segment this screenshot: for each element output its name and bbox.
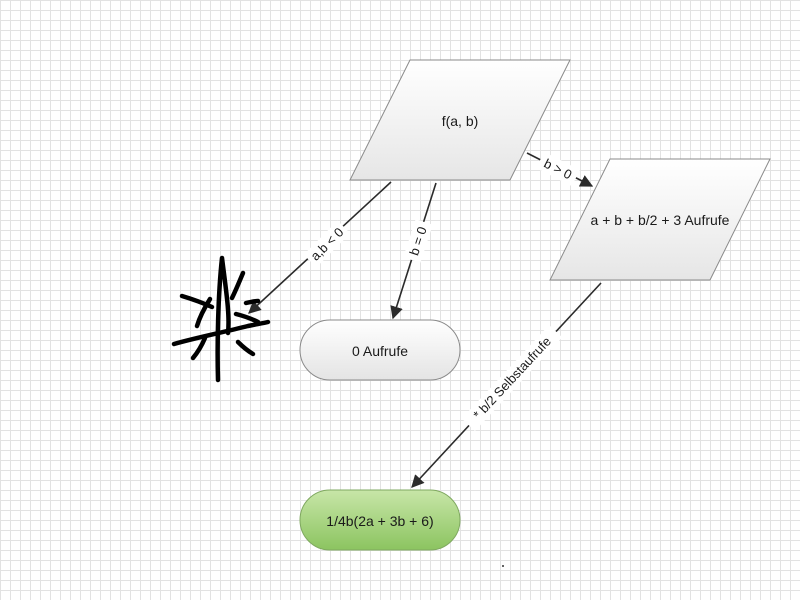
node-function-call[interactable]: f(a, b) [349,59,571,181]
stray-dot [502,565,504,567]
svg-text:a,b < 0: a,b < 0 [308,225,347,264]
edge-label-negative: a,b < 0 [303,220,351,268]
node-zero-case[interactable]: 0 Aufrufe [299,319,461,381]
node-result[interactable]: 1/4b(2a + 3b + 6) [299,489,461,551]
node-result-label: 1/4b(2a + 3b + 6) [326,513,433,529]
node-recursive-case[interactable]: a + b + b/2 + 3 Aufrufe [549,158,771,281]
edge-label-recursion: * b/2 Selbstaufrufe [461,325,563,431]
starburst-error-icon [171,255,271,383]
node-zero-case-label: 0 Aufrufe [352,343,408,359]
node-function-call-label: f(a, b) [442,113,479,129]
edge-label-positive: b > 0 [536,151,580,187]
svg-text:* b/2 Selbstaufrufe: * b/2 Selbstaufrufe [470,334,554,422]
node-recursive-case-label: a + b + b/2 + 3 Aufrufe [591,212,730,228]
edge-label-zero: b = 0 [403,219,433,263]
